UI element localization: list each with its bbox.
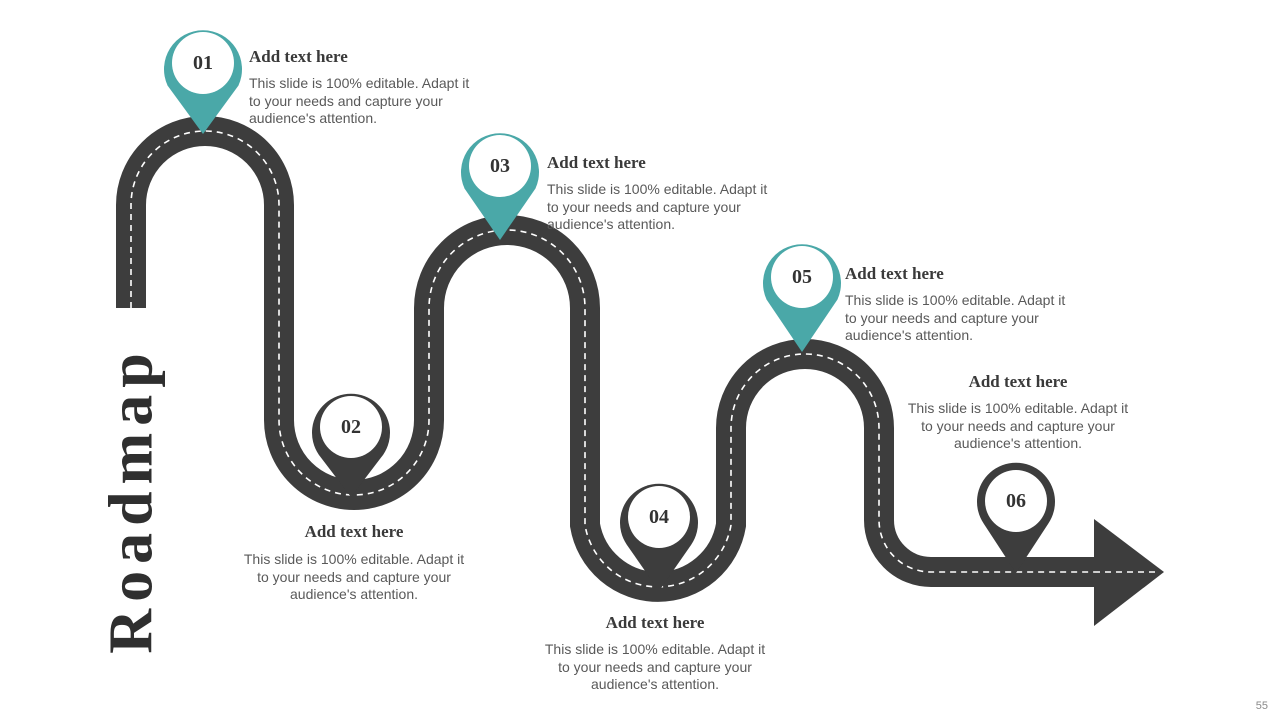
pin-02-inner — [320, 396, 382, 458]
milestone-04-title: Add text here — [605, 613, 705, 632]
milestone-02-title: Add text here — [304, 522, 404, 541]
road-center-dashes — [130, 130, 1150, 588]
pin-03-inner — [469, 135, 531, 197]
milestone-01-title: Add text here — [249, 47, 348, 66]
pin-01-inner — [172, 32, 234, 94]
milestone-05-text: This slide is 100% editable. Adapt it to… — [845, 292, 1066, 343]
milestone-02-number: 02 — [341, 416, 361, 438]
milestone-04-text: This slide is 100% editable. Adapt it to… — [544, 641, 766, 692]
milestone-03-text: This slide is 100% editable. Adapt it to… — [547, 181, 768, 232]
milestone-06-title: Add text here — [968, 372, 1068, 391]
milestone-05-title: Add text here — [845, 264, 944, 283]
milestone-04-number: 04 — [649, 506, 669, 528]
milestone-03-title: Add text here — [547, 153, 646, 172]
page-number: 55 — [1255, 700, 1268, 712]
milestone-02-text: This slide is 100% editable. Adapt it to… — [243, 551, 465, 602]
milestone-06-number: 06 — [1006, 490, 1026, 512]
pin-06-inner — [985, 470, 1047, 532]
milestone-06-text: This slide is 100% editable. Adapt it to… — [907, 400, 1129, 451]
milestone-01-number: 01 — [193, 52, 213, 74]
milestone-03-number: 03 — [490, 155, 510, 177]
pin-05-inner — [771, 246, 833, 308]
pin-04-inner — [628, 486, 690, 548]
milestone-01-text: This slide is 100% editable. Adapt it to… — [249, 75, 470, 126]
milestone-05-number: 05 — [792, 266, 812, 288]
roadmap-title: Roadmap — [97, 346, 166, 654]
